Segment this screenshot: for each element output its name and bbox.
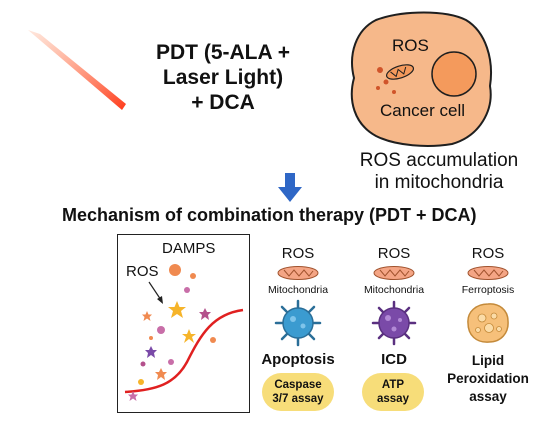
pdt-line-3: + DCA xyxy=(191,91,255,114)
col3-outcome-line-1: Lipid xyxy=(471,353,505,368)
cancer-cell-illustration xyxy=(350,11,492,147)
caspase-assay-badge: Caspase 3/7 assay xyxy=(262,373,334,411)
damps-ros-label: ROS xyxy=(126,263,159,280)
cancer-cell-label: Cancer cell xyxy=(380,101,466,120)
accumulation-line-1: ROS accumulation xyxy=(359,150,519,171)
apoptosis-cell-icon xyxy=(274,299,322,347)
col2-organelle-label: Mitochondria xyxy=(363,284,425,296)
col2-assay-line-2: assay xyxy=(377,393,409,405)
col2-outcome-label: ICD xyxy=(381,351,407,368)
release-curve xyxy=(124,308,244,394)
atp-assay-badge: ATP assay xyxy=(362,373,424,411)
pdt-line-2: Laser Light) xyxy=(162,66,284,89)
accumulation-line-2: in mitochondria xyxy=(374,172,504,193)
col1-mitochondria-icon xyxy=(277,266,319,280)
ros-pointer-arrow xyxy=(148,281,162,301)
mechanism-title: Mechanism of combination therapy (PDT + … xyxy=(62,205,477,225)
col1-outcome-label: Apoptosis xyxy=(261,351,335,368)
damp-burst-icon xyxy=(168,301,186,318)
laser-beam xyxy=(28,30,126,110)
col2-assay-line-1: ATP xyxy=(381,379,405,391)
col3-outcome-line-2: Peroxidation xyxy=(447,371,529,386)
mitochondria-icon xyxy=(385,64,415,80)
col3-ros-label: ROS xyxy=(471,245,505,262)
lipid-cell-icon xyxy=(467,303,509,343)
col3-outcome-label: Lipid Peroxidation assay xyxy=(433,352,543,406)
down-arrow-icon xyxy=(278,173,302,202)
nucleus-icon xyxy=(431,51,477,97)
col2-mitochondria-icon xyxy=(373,266,415,280)
ros-accumulation-text: ROS accumulation in mitochondria xyxy=(334,150,544,194)
col1-assay-line-2: 3/7 assay xyxy=(272,393,324,405)
col1-organelle-label: Mitochondria xyxy=(267,284,329,296)
cell-ros-label: ROS xyxy=(392,36,429,55)
icd-cell-icon xyxy=(371,300,417,346)
damps-label: DAMPS xyxy=(162,240,216,257)
pdt-line-1: PDT (5-ALA + xyxy=(156,41,290,64)
damps-panel-graphics xyxy=(124,264,244,401)
col1-ros-label: ROS xyxy=(281,245,315,262)
pdt-title: PDT (5-ALA + Laser Light) + DCA xyxy=(128,40,318,115)
col3-mitochondria-icon xyxy=(467,266,509,280)
col3-organelle-label: Ferroptosis xyxy=(461,284,515,296)
col1-assay-line-1: Caspase xyxy=(274,379,322,391)
col3-outcome-line-3: assay xyxy=(469,389,507,404)
col2-ros-label: ROS xyxy=(377,245,411,262)
